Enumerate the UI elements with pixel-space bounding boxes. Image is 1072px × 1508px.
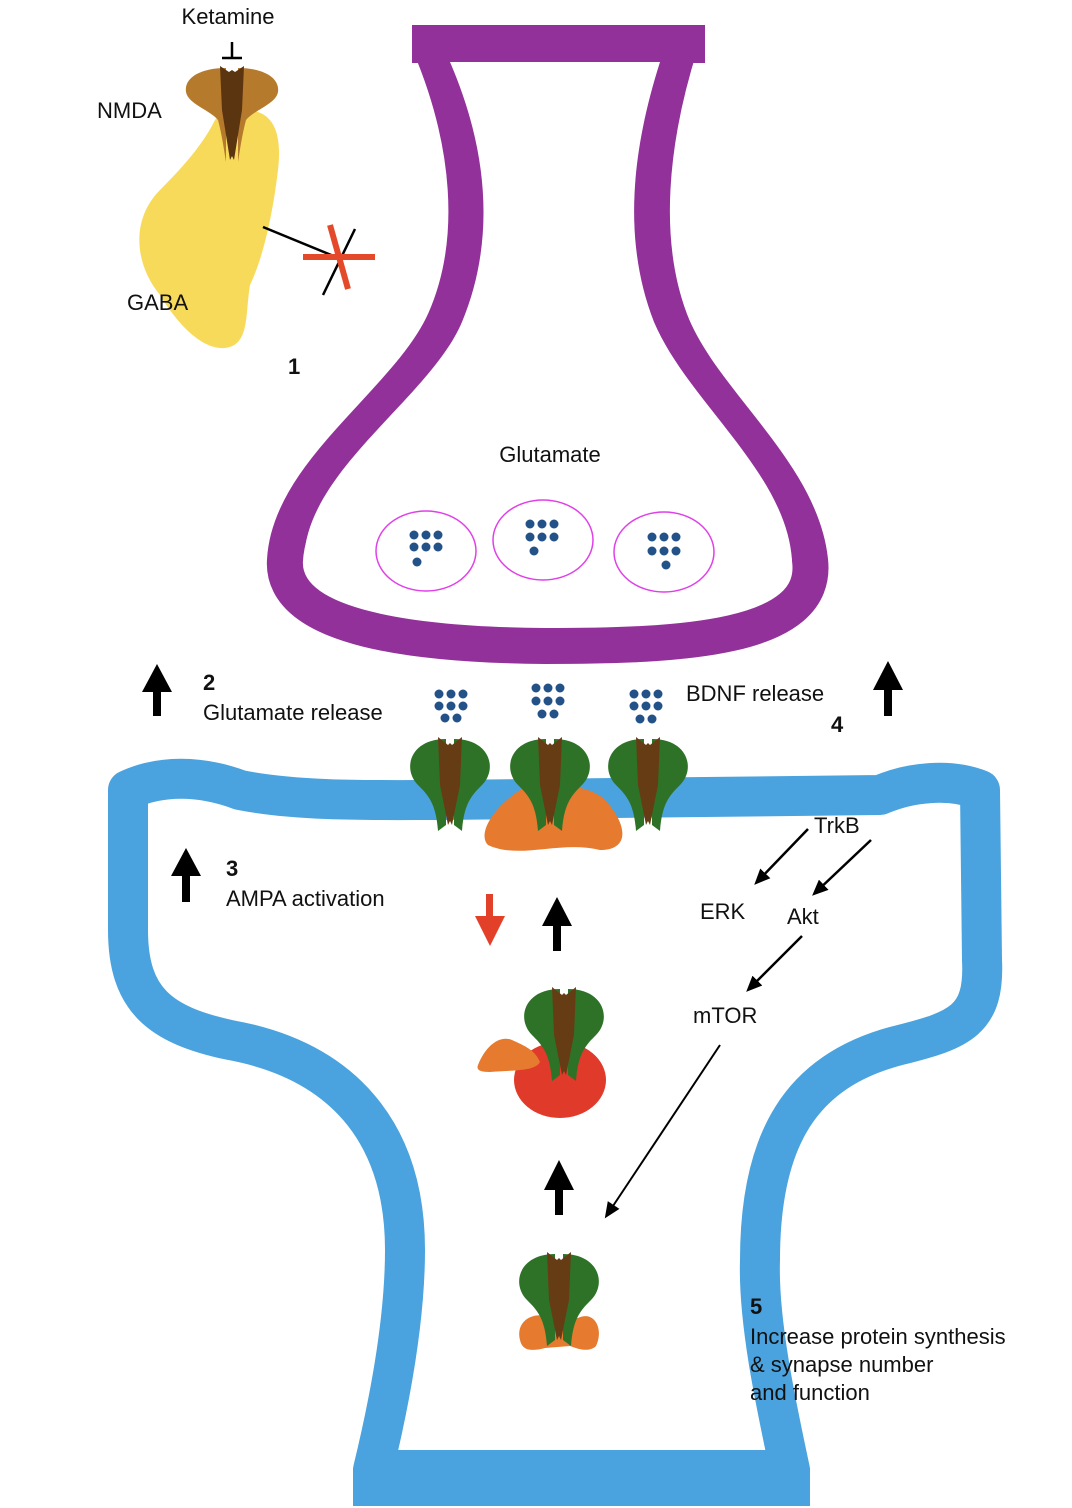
step-4-text: BDNF release <box>686 681 824 706</box>
glutamate-cluster <box>531 683 565 719</box>
increase-arrow-icon <box>542 897 572 951</box>
glutamate-cluster <box>434 689 468 723</box>
mtor-to-receptor-arrow <box>604 1044 721 1219</box>
vesicle <box>613 511 715 593</box>
step-1-number: 1 <box>288 354 300 379</box>
increase-arrow-icon <box>873 661 903 716</box>
step-2-number: 2 <box>203 670 215 695</box>
trkb-label: TrkB <box>814 813 860 838</box>
increase-arrow-icon <box>142 664 172 716</box>
step-3-number: 3 <box>226 856 238 881</box>
nmda-label: NMDA <box>97 98 162 123</box>
gaba-interneuron <box>139 110 280 349</box>
glutamate-cluster <box>629 689 663 724</box>
postsynaptic-spine <box>108 758 1003 1490</box>
step-3-text: AMPA activation <box>226 886 385 911</box>
presynaptic-top-bar <box>412 25 705 63</box>
step-5-number: 5 <box>750 1294 762 1319</box>
erk-label: ERK <box>700 899 746 924</box>
ketamine-label: Ketamine <box>182 4 275 29</box>
trkb-to-erk-arrow <box>754 828 809 885</box>
gaba-label: GABA <box>127 290 188 315</box>
nmda-receptor <box>185 66 279 162</box>
step-5-line-1: Increase protein synthesis <box>750 1324 1006 1349</box>
ketamine-block-icon <box>222 42 242 60</box>
presynaptic-terminal <box>266 38 829 664</box>
step-2-text: Glutamate release <box>203 700 383 725</box>
increase-arrow-icon <box>544 1160 574 1215</box>
vesicle <box>492 499 594 581</box>
akt-to-mtor-arrow <box>746 935 803 992</box>
step-4-number: 4 <box>831 712 844 737</box>
glutamate-label: Glutamate <box>499 442 601 467</box>
trkb-to-akt-arrow <box>812 839 872 896</box>
akt-label: Akt <box>787 904 819 929</box>
orange-protein-small <box>477 1038 540 1072</box>
decrease-arrow-icon <box>475 894 505 946</box>
step-5-line-3: and function <box>750 1380 870 1405</box>
vesicle <box>375 510 477 592</box>
blocked-x-icon <box>303 224 375 290</box>
mtor-label: mTOR <box>693 1003 757 1028</box>
step-5-line-2: & synapse number <box>750 1352 933 1377</box>
gaba-output-line <box>262 225 337 259</box>
postsynaptic-bottom-bar <box>353 1468 810 1506</box>
orange-scaffold-protein <box>484 784 623 851</box>
increase-arrow-icon <box>171 848 201 902</box>
